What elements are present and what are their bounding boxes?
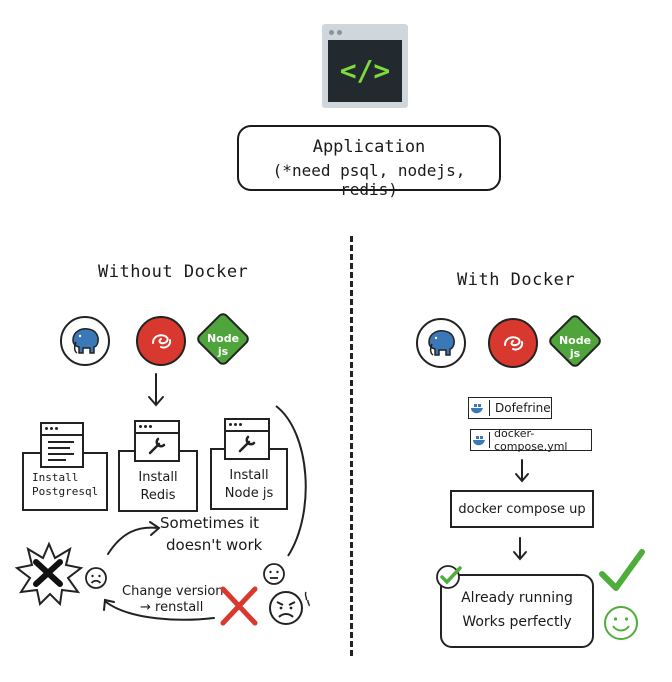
angry-face-icon (269, 591, 310, 625)
docker-whale-icon (469, 400, 490, 416)
small-check-icon (436, 565, 462, 589)
dockerfile-name: Dofefrine (495, 401, 551, 415)
redis-icon (488, 318, 538, 368)
redis-icon (136, 316, 186, 366)
window-dot (329, 30, 334, 35)
wrench-window-icon (224, 418, 270, 460)
wrench-icon (238, 435, 256, 453)
arrow-sometimes (107, 521, 161, 555)
install-postgresql-line2: Postgresql (32, 485, 99, 498)
application-title: Application (312, 137, 426, 157)
big-check-icon (599, 549, 645, 591)
without-docker-title: Without Docker (98, 262, 249, 282)
arrow-down-icon (513, 537, 527, 561)
elephant-shape (428, 330, 455, 356)
sometimes-line1: Sometimes it (160, 514, 260, 532)
postgresql-elephant-icon (60, 316, 110, 366)
reinstall-arrow (103, 598, 215, 621)
arrow-down-icon (148, 373, 164, 407)
application-box: Application (*need psql, nodejs, redis) (237, 125, 501, 199)
install-redis-line2: Redis (140, 488, 176, 503)
docker-compose-up-command: docker compose up (450, 490, 594, 528)
document-window-icon (40, 422, 84, 468)
change-version-line2: → renstall (140, 600, 204, 615)
code-glyph: </> (339, 54, 391, 87)
install-postgresql-line1: Install (32, 471, 79, 484)
works-perfectly-text: Works perfectly (462, 614, 572, 630)
postgresql-elephant-icon (416, 318, 466, 368)
retry-curve (275, 405, 307, 557)
result-box: Already running Works perfectly (440, 574, 594, 648)
change-version-line1: Change version (122, 584, 224, 599)
nodejs-icon: Node js (546, 312, 604, 370)
install-nodejs-line1: Install (229, 468, 269, 483)
application-requirements: (*need psql, nodejs, redis) (272, 161, 466, 199)
docker-whale-icon (471, 432, 490, 448)
redis-swirl (152, 334, 172, 349)
install-redis-line1: Install (138, 470, 178, 485)
nodejs-label: Node js (206, 332, 240, 358)
dockerfile-item: Dofefrine (468, 397, 552, 419)
sad-face-icon (85, 567, 107, 589)
neutral-face-icon (263, 563, 285, 585)
window-dot (337, 30, 342, 35)
docker-compose-file-item: docker-compose.yml (470, 427, 592, 453)
nodejs-icon: Node js (194, 310, 252, 368)
with-docker-title: With Docker (457, 270, 576, 290)
nodejs-label: Node js (558, 334, 592, 360)
happy-face-icon (604, 606, 638, 640)
arrow-down-icon (515, 459, 529, 483)
wrench-window-icon (134, 420, 180, 462)
text-lines-icon (48, 441, 74, 461)
redis-swirl (504, 336, 524, 351)
install-nodejs-line2: Node js (224, 486, 274, 501)
elephant-shape (72, 328, 99, 354)
broken-tools-icon (14, 541, 84, 606)
already-running-text: Already running (461, 590, 573, 606)
wrench-icon (148, 437, 166, 455)
red-x-icon (220, 586, 258, 626)
dashed-divider (350, 236, 353, 656)
application-window-icon: </> (322, 24, 408, 108)
code-screen: </> (328, 40, 402, 102)
sometimes-line2: doesn't work (166, 536, 263, 554)
docker-compose-file-name: docker-compose.yml (494, 427, 568, 453)
